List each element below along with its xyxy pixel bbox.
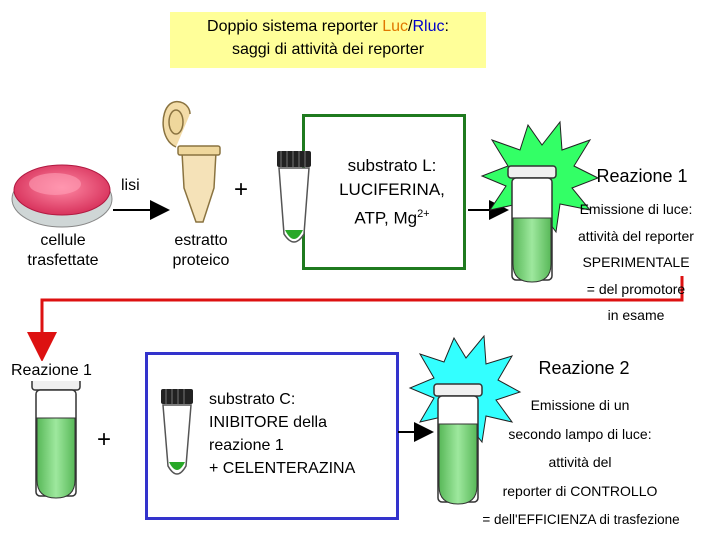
reaction-1-line-3: SPERIMENTALE	[582, 254, 690, 270]
title-rluc: Rluc	[412, 18, 445, 35]
reaction-1-line-4: = del promotore	[586, 280, 686, 297]
label-extract-line-2: proteico	[172, 252, 230, 269]
reaction-1-line-5: in esame	[607, 307, 665, 323]
tube-substrate-c-icon	[161, 389, 193, 475]
reaction-2-line-2: secondo lampo di luce:	[508, 425, 652, 442]
title-suffix: :	[444, 18, 449, 35]
reaction-2-line-4: reporter di CONTROLLO	[502, 482, 658, 499]
label-substrate-c: substrato C: INIBITORE della reazione 1 …	[209, 388, 355, 480]
title-slash: /	[408, 18, 413, 35]
box-substrate-c	[145, 352, 399, 520]
reaction-2-line-3: attività del	[548, 454, 612, 470]
title-prefix: Doppio sistema reporter	[207, 18, 383, 35]
label-substrate-l-sup: 2+	[417, 208, 430, 220]
petri-dish-icon	[11, 164, 113, 228]
reaction-1-description: Emissione di luce: attività del reporter…	[560, 196, 712, 329]
tube-substrate-l-icon	[277, 151, 311, 243]
label-substrate-l-line-3: ATP, Mg2+	[322, 202, 462, 231]
reaction-2-line-5: = dell'EFFICIENZA di trasfezione	[482, 512, 680, 527]
label-cells-line-1: cellule	[40, 232, 86, 249]
title-line-1: Doppio sistema reporter Luc/Rluc:	[170, 15, 486, 38]
label-cells-line-2: trasfettate	[27, 252, 99, 269]
title-box: Doppio sistema reporter Luc/Rluc: saggi …	[170, 12, 486, 68]
eppendorf-tube-icon	[162, 100, 221, 223]
label-substrate-l-line-2: LUCIFERINA,	[339, 180, 445, 199]
tube-reaction-1-left-icon	[31, 377, 81, 499]
reaction-2-title: Reazione 2	[538, 358, 630, 378]
title-luc: Luc	[382, 18, 409, 35]
tube-reaction-2-icon	[433, 383, 483, 505]
label-substrate-l-atp: ATP, Mg	[354, 208, 418, 228]
label-substrate-l-line-1: substrato L:	[347, 156, 437, 175]
label-substrate-c-line-4: + CELENTERAZINA	[209, 460, 356, 477]
title-line-2: saggi di attività dei reporter	[231, 41, 425, 58]
label-substrate-c-line-1: substrato C:	[209, 391, 296, 408]
reaction-1-title: Reazione 1	[596, 166, 688, 186]
label-substrate-c-line-3: reazione 1	[209, 437, 284, 454]
plus-sign-bottom: +	[97, 426, 112, 453]
reaction-1-line-1: Emissione di luce:	[579, 201, 693, 217]
reaction-1-line-2: attività del reporter	[578, 227, 694, 244]
reaction-1-left-title: Reazione 1	[11, 361, 92, 381]
reaction-2-line-1: Emissione di un	[530, 397, 630, 413]
label-lisi: lisi	[121, 177, 140, 194]
reaction-2-description: Emissione di un secondo lampo di luce: a…	[462, 391, 698, 505]
plus-sign-top: +	[234, 176, 249, 203]
label-cells: cellule trasfettate	[14, 231, 112, 271]
arrow-feedback-red	[27, 276, 684, 362]
tube-reaction-1-icon	[507, 165, 557, 283]
label-extract: estratto proteico	[155, 231, 247, 271]
label-substrate-l: substrato L: LUCIFERINA, ATP, Mg2+	[322, 154, 462, 231]
label-extract-line-1: estratto	[174, 232, 228, 249]
label-substrate-c-line-2: INIBITORE della	[209, 414, 327, 431]
